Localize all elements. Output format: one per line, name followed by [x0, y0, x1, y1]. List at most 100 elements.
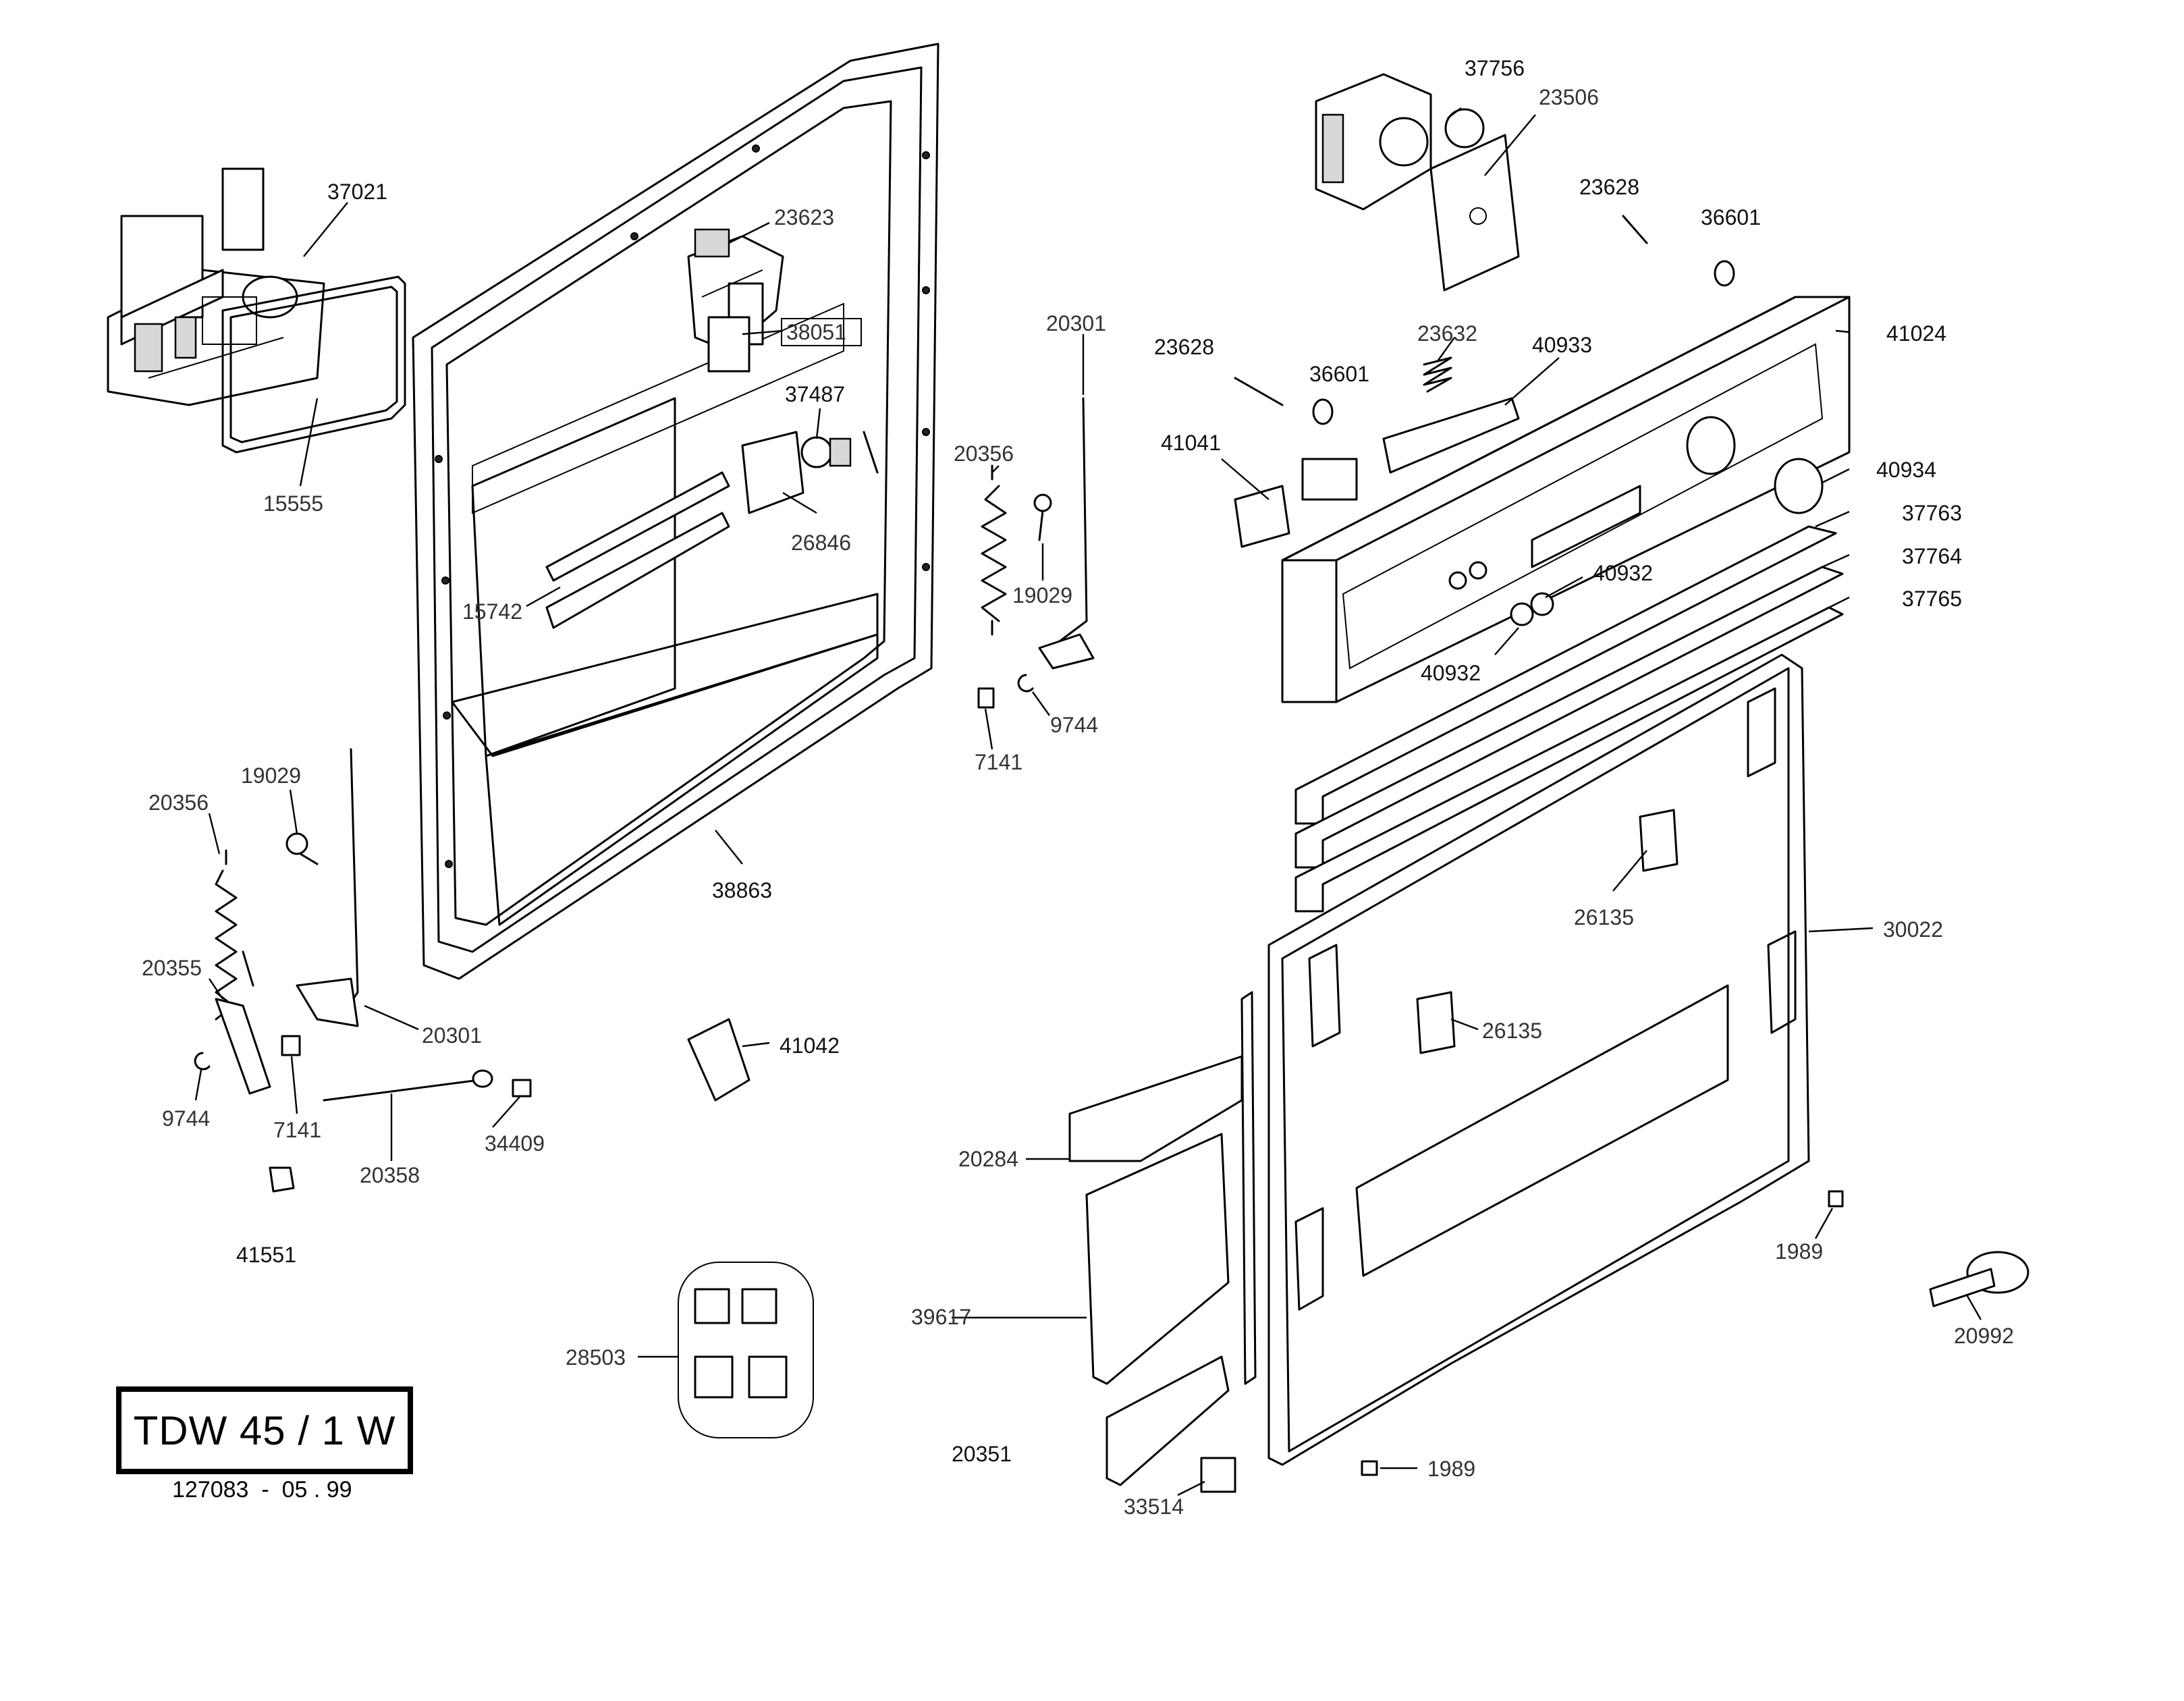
- label-9744-left: 9744: [162, 1106, 210, 1131]
- label-7141-center: 7141: [975, 750, 1022, 774]
- screw-7141-center: [977, 687, 995, 709]
- label-37756: 37756: [1465, 56, 1525, 80]
- spring-20356-center: [981, 464, 1007, 636]
- screw-1989-bottom: [1361, 1460, 1378, 1476]
- hinge-arm-20301-center: [1038, 397, 1095, 670]
- bracket-20351: [1105, 1355, 1230, 1486]
- label-23628-top: 23628: [1579, 175, 1639, 199]
- label-41551: 41551: [236, 1243, 296, 1267]
- screw-1989-right: [1828, 1190, 1844, 1208]
- label-37765: 37765: [1902, 587, 1962, 611]
- label-33514: 33514: [1124, 1494, 1184, 1519]
- label-34409: 34409: [485, 1131, 545, 1156]
- outer-door-30022: [1267, 653, 1810, 1466]
- screw-34409: [512, 1079, 532, 1098]
- spring-20356-left: [215, 849, 254, 1021]
- label-1989-bottom: 1989: [1427, 1457, 1475, 1481]
- clamp-20992: [1929, 1251, 2029, 1307]
- label-20356-left: 20356: [148, 790, 209, 815]
- label-20992: 20992: [1954, 1324, 2014, 1348]
- label-37487: 37487: [785, 382, 845, 406]
- control-module-37021: [107, 167, 325, 406]
- label-40932-lower: 40932: [1421, 661, 1481, 685]
- plate-23506: [1429, 134, 1520, 292]
- hinge-set-28503: [678, 1262, 814, 1438]
- screw-7141-left: [281, 1035, 301, 1056]
- label-7141-left: 7141: [273, 1118, 321, 1142]
- bracket-26846: [741, 431, 879, 514]
- clip-9744-center: [1017, 674, 1034, 693]
- leader-lines: [194, 107, 1982, 1496]
- label-9744-center: 9744: [1050, 713, 1098, 737]
- label-40932-upper: 40932: [1593, 561, 1653, 585]
- inner-door-frame-38863: [412, 43, 939, 980]
- model-title-box: TDW 45 / 1 W: [116, 1386, 413, 1474]
- label-20351: 20351: [952, 1442, 1012, 1466]
- knob-36601-mid: [1312, 398, 1334, 425]
- hinge-arm-20301-left: [296, 748, 359, 1027]
- label-15555: 15555: [263, 491, 323, 516]
- frame-holes: [435, 144, 930, 868]
- label-37021: 37021: [327, 180, 387, 204]
- label-23623: 23623: [774, 205, 834, 230]
- label-37763: 37763: [1902, 501, 1962, 525]
- hinge-plate-33514: [1200, 1457, 1236, 1493]
- label-41041: 41041: [1161, 431, 1221, 455]
- model-title: TDW 45 / 1 W: [133, 1407, 396, 1453]
- gasket-15555: [221, 275, 406, 454]
- screw-41551: [269, 1166, 295, 1193]
- label-38051-box: [781, 318, 862, 346]
- label-26846: 26846: [791, 531, 851, 555]
- module-41041: [1234, 458, 1358, 548]
- spring-23632: [1423, 356, 1452, 393]
- label-1989-right: 1989: [1775, 1239, 1823, 1264]
- label-40934: 40934: [1876, 458, 1936, 482]
- label-40933: 40933: [1532, 333, 1592, 357]
- latch-part-38051: [707, 316, 750, 373]
- label-23628-mid: 23628: [1154, 335, 1214, 359]
- hinge-link-20355: [215, 998, 271, 1095]
- label-20356-center: 20356: [954, 441, 1014, 466]
- label-28503: 28503: [566, 1345, 626, 1370]
- label-19029-center: 19029: [1012, 583, 1072, 608]
- knob-36601-top: [1714, 260, 1735, 287]
- label-20284: 20284: [958, 1147, 1018, 1171]
- label-15742: 15742: [462, 599, 522, 624]
- label-41042: 41042: [780, 1033, 840, 1058]
- label-20355: 20355: [142, 956, 202, 980]
- pin-23628-mid: [1234, 377, 1284, 406]
- label-36601-mid: 36601: [1309, 362, 1369, 386]
- roller-19029-left: [285, 832, 319, 865]
- rail-15742: [545, 471, 730, 629]
- label-20301-left: 20301: [422, 1023, 482, 1048]
- label-26135-lower: 26135: [1482, 1019, 1542, 1043]
- insulation-20284: [1068, 1055, 1243, 1162]
- label-20358: 20358: [360, 1163, 420, 1187]
- label-38051: 38051: [786, 320, 846, 344]
- clip-9744-left: [194, 1052, 211, 1071]
- frame-39617: [1085, 991, 1257, 1385]
- control-panel-41024: [1281, 296, 1851, 703]
- label-23632: 23632: [1417, 321, 1477, 346]
- knob-40934: [1774, 458, 1824, 514]
- label-26135-upper: 26135: [1574, 905, 1634, 929]
- label-30022: 30022: [1883, 917, 1943, 942]
- label-39617: 39617: [911, 1305, 971, 1329]
- label-36601-top: 36601: [1701, 205, 1761, 230]
- rod-20358: [323, 1069, 493, 1102]
- label-20301-center: 20301: [1046, 311, 1106, 335]
- roller-19029-center: [1033, 493, 1052, 541]
- label-41024: 41024: [1886, 321, 1946, 346]
- part-labels: 37021 15555 23623 38051 37487 26846 1574…: [142, 56, 2014, 1519]
- pin-23628-top: [1622, 215, 1648, 244]
- label-37764: 37764: [1902, 544, 1962, 568]
- switch-block-40933: [1382, 397, 1520, 474]
- label-38863: 38863: [712, 878, 772, 902]
- label-19029-left: 19029: [241, 763, 301, 788]
- buttons-40932: [1510, 592, 1554, 626]
- document-code: 127083 - 05 . 99: [172, 1477, 352, 1503]
- label-23506: 23506: [1539, 85, 1599, 109]
- timer-37756: [1315, 73, 1485, 211]
- hinge-cover-41042: [687, 1018, 750, 1102]
